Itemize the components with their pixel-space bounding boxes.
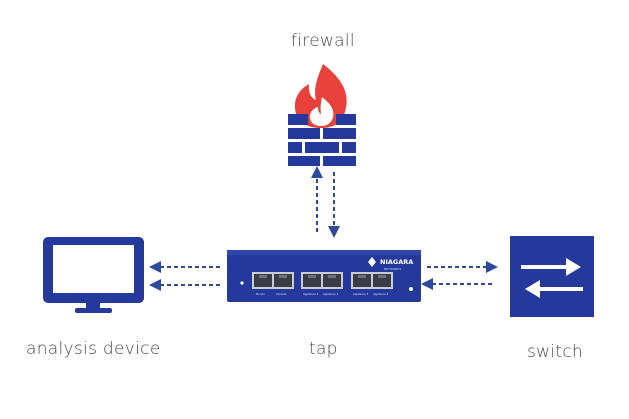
port-label: Console [276, 292, 287, 296]
firewall-icon [288, 64, 356, 166]
port-label: Appliance 2 [323, 292, 339, 296]
firewall-label: firewall [291, 31, 355, 51]
switch-arrows [421, 261, 498, 290]
switch-icon [510, 236, 594, 317]
exchange-arrows-icon [521, 258, 583, 298]
brand-sub-text: NETWORKS [384, 267, 401, 271]
port-group-3 [351, 272, 393, 289]
port-label: Appliance 3 [353, 292, 369, 296]
firewall-arrows [311, 166, 340, 238]
switch-label: switch [527, 342, 584, 362]
niagara-logo: NIAGARA NETWORKS [368, 257, 413, 271]
tap-device: NIAGARA NETWORKS M [227, 250, 421, 302]
brand-text: NIAGARA [380, 258, 413, 266]
port-label: Mon/In [256, 292, 265, 296]
status-led [240, 281, 244, 285]
analysis-device-label: analysis device [26, 339, 161, 359]
port-label: Appliance 4 [373, 292, 389, 296]
monitor-icon [43, 237, 144, 313]
port-label: Appliance 1 [303, 292, 319, 296]
brick-wall [288, 114, 356, 166]
status-led [409, 287, 413, 291]
analysis-arrows [149, 261, 220, 291]
flame-icon [294, 64, 347, 128]
port-group-2 [301, 272, 343, 289]
port-group-1 [252, 272, 294, 289]
tap-label: tap [309, 339, 338, 359]
